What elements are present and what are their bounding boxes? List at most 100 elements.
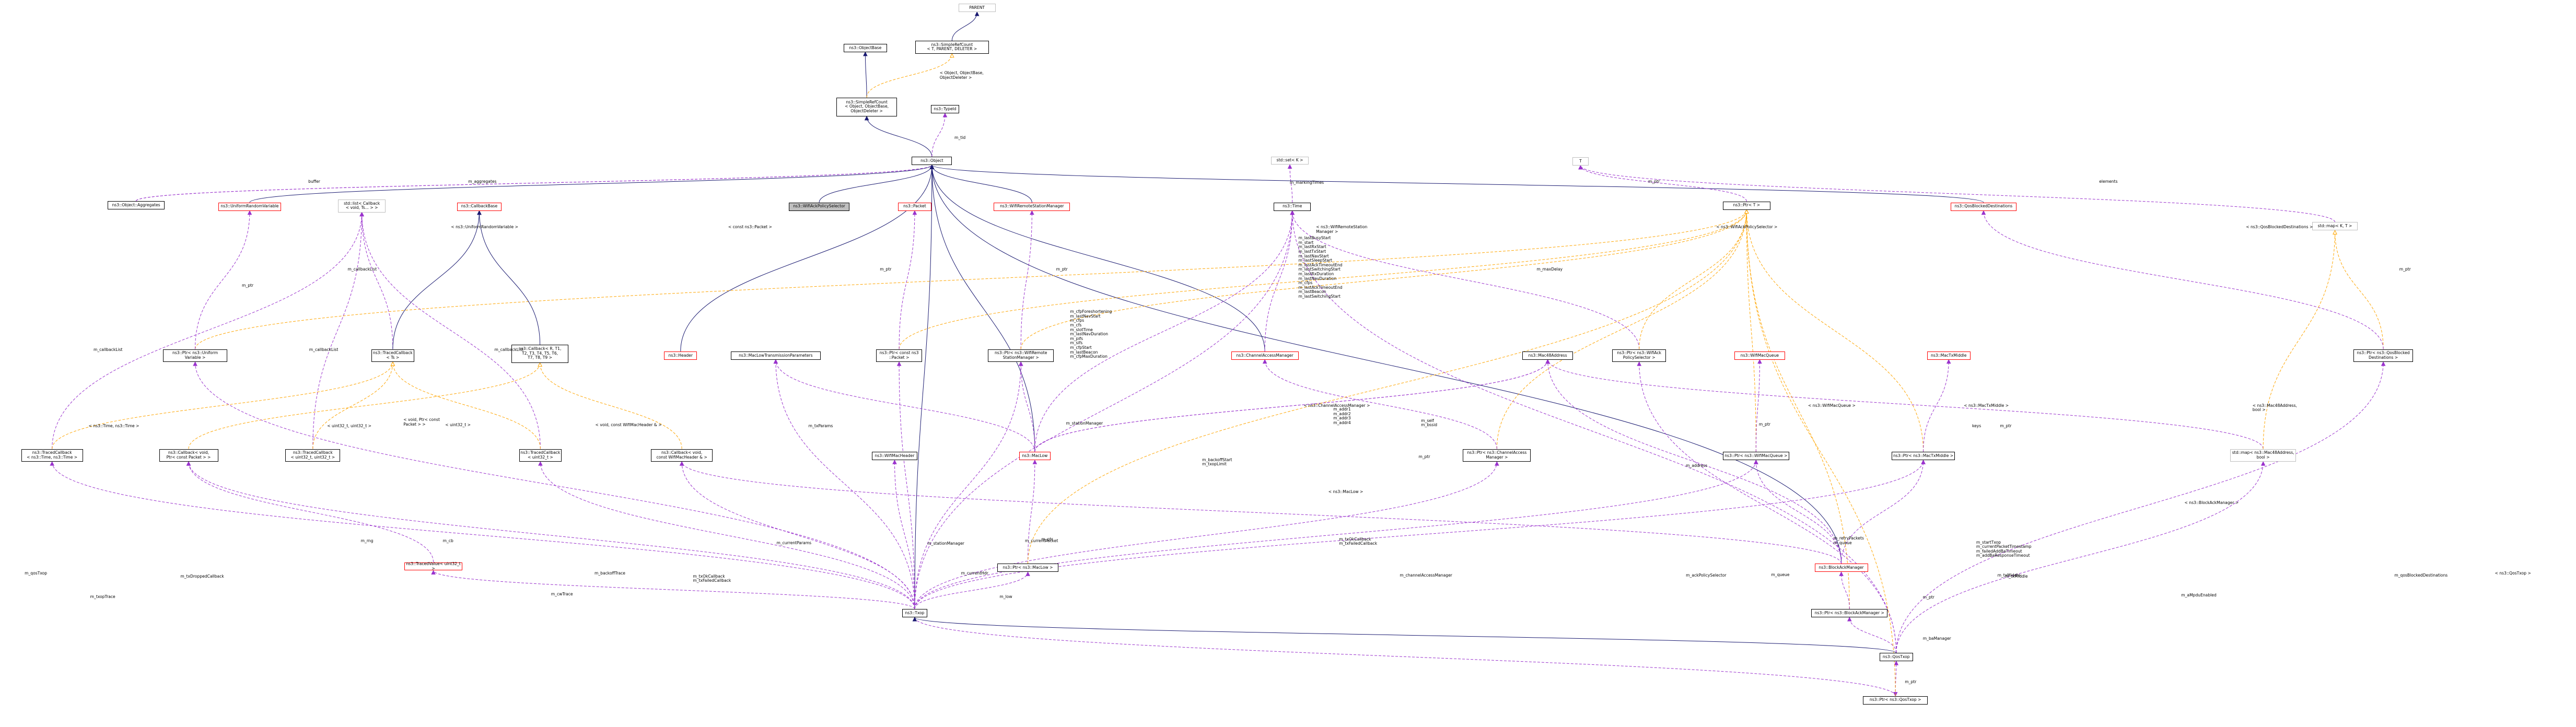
node-traced-value[interactable]: ns3::TracedValue< uint32_t > — [404, 561, 463, 571]
node-wifi-remote-station-manager[interactable]: ns3::WifiRemoteStationManager — [994, 202, 1070, 211]
node-type-id[interactable]: ns3::TypeId — [930, 105, 960, 114]
arrowhead — [1946, 359, 1951, 364]
edge-template — [195, 209, 1747, 349]
edge-template — [312, 362, 393, 449]
arrowhead — [2260, 461, 2266, 466]
node-mac48-address[interactable]: ns3::Mac48Address — [1522, 351, 1573, 360]
arrowhead — [2333, 230, 2337, 234]
node-callback-base[interactable]: ns3::CallbackBase — [457, 202, 502, 211]
edge-label: m_callbackList — [309, 347, 339, 352]
node-ptr-qos-blocked[interactable]: ns3::Ptr< ns3::QosBlocked Destinations > — [2353, 349, 2414, 362]
edge-label: m_startTxop m_currentPacketTimestamp m_f… — [1976, 540, 2032, 558]
node-traced-cb-time[interactable]: ns3::TracedCallback < ns3::Time, ns3::Ti… — [21, 449, 83, 462]
edge-label: elements — [2099, 179, 2118, 184]
edge-template — [1746, 209, 1896, 696]
node-ptr-wifi-ack[interactable]: ns3::Ptr< ns3::WifiAck PolicySelector > — [1612, 349, 1666, 362]
node-qos-txop[interactable]: ns3::QosTxop — [1879, 653, 1913, 662]
node-mac-low[interactable]: ns3::MacLow — [1019, 452, 1051, 461]
edge-inheritance — [479, 210, 541, 345]
edge-usage — [188, 462, 434, 562]
node-ptr-const-packet[interactable]: ns3::Ptr< const ns3 ::Packet > — [876, 349, 923, 362]
arrowhead — [1030, 210, 1034, 215]
node-ptr-wifi-mac-queue[interactable]: ns3::Ptr< ns3::WifiMacQueue > — [1722, 452, 1789, 461]
edge-usage — [1264, 210, 1293, 351]
node-std-list[interactable]: std::list< Callback < void, Ts... > > — [338, 200, 386, 213]
edge-usage — [914, 462, 1497, 609]
node-time[interactable]: ns3::Time — [1274, 202, 1311, 211]
node-ptr-uniform[interactable]: ns3::Ptr< ns3::Uniform Variable > — [163, 349, 227, 362]
edge-label: < ns3::UniformRandomVariable > — [451, 225, 518, 230]
node-callback-void-hdr[interactable]: ns3::Callback< void, const WifiMacHeader… — [651, 449, 713, 462]
edge-label: m_maxDelay — [1536, 267, 1563, 272]
node-ptr-t[interactable]: ns3::Ptr< T > — [1722, 201, 1770, 210]
node-qos-blocked-destinations[interactable]: ns3::QosBlockedDestinations — [1951, 202, 2016, 211]
edge-label: < Object, ObjectBase, ObjectDeleter > — [939, 71, 984, 80]
node-mac-low-tx-params[interactable]: ns3::MacLowTransmissionParameters — [730, 351, 821, 360]
node-simple-ref-count-tpl[interactable]: ns3::SimpleRefCount < T, PARENT, DELETER… — [915, 41, 989, 54]
edge-inheritance — [392, 210, 480, 349]
edge-template — [188, 362, 541, 449]
edge-label: m_callbackList — [93, 347, 123, 352]
arrowhead — [912, 210, 917, 215]
node-ptr-channel-access[interactable]: ns3::Ptr< ns3::ChannelAccess Manager > — [1463, 449, 1531, 462]
edge-label: m_stationManager — [1066, 421, 1103, 426]
node-mac-tx-middle[interactable]: ns3::MacTxMiddle — [1927, 351, 1971, 360]
node-uniform-random-variable[interactable]: ns3::UniformRandomVariable — [218, 202, 282, 211]
node-ptr-block-ack[interactable]: ns3::Ptr< ns3::BlockAckManager > — [1811, 609, 1888, 618]
node-wifi-mac-header[interactable]: ns3::WifiMacHeader — [871, 452, 918, 461]
arrowhead — [1839, 571, 1844, 576]
edge-usage — [1755, 460, 1842, 564]
node-txop[interactable]: ns3::Txop — [902, 609, 928, 618]
edge-usage — [1264, 359, 1497, 449]
edge-label: m_stationManager — [927, 541, 964, 546]
edge-label: m_txMiddle — [1997, 572, 2021, 578]
node-parent[interactable]: PARENT — [958, 4, 996, 13]
node-wifi-mac-queue[interactable]: ns3::WifiMacQueue — [1734, 351, 1786, 360]
arrowhead — [1637, 361, 1642, 366]
node-callback-r-t1-t9[interactable]: ns3::Callback< R, T1, T2, T3, T4, T5, T6… — [511, 344, 568, 363]
edge-label: keys — [1972, 423, 1981, 428]
edge-template — [1746, 209, 1924, 452]
edge-usage — [681, 462, 915, 609]
edge-label: m_address — [1686, 463, 1708, 468]
node-std-map-mac48[interactable]: std::map< ns3::Mac48Address, bool > — [2230, 449, 2296, 462]
edge-usage — [1028, 460, 1035, 564]
node-channel-access-manager[interactable]: ns3::ChannelAccessManager — [1231, 351, 1299, 360]
node-ptr-mac-low[interactable]: ns3::Ptr< ns3::MacLow > — [997, 564, 1059, 572]
node-block-ack-manager[interactable]: ns3::BlockAckManager — [1814, 564, 1868, 572]
arrowhead — [477, 210, 482, 215]
node-std-set[interactable]: std::set< K > — [1270, 156, 1309, 165]
node-packet[interactable]: ns3::Packet — [897, 202, 932, 211]
arrowhead — [863, 51, 868, 56]
node-object[interactable]: ns3::Object — [912, 157, 952, 166]
arrowhead — [773, 359, 778, 364]
node-object-aggregates[interactable]: ns3::Object::Aggregates — [107, 201, 165, 209]
node-header[interactable]: ns3::Header — [664, 351, 697, 360]
edge-label: < ns3::WifiAckPolicySelector > — [1716, 225, 1778, 230]
node-traced-cb-u32[interactable]: ns3::TracedCallback < uint32_t, uint32_t… — [285, 449, 341, 462]
node-traced-cb-u32-single[interactable]: ns3::TracedCallback < uint32_t > — [519, 449, 562, 462]
edge-usage — [931, 113, 946, 157]
edge-usage — [195, 210, 250, 349]
node-simple-ref-count-obj[interactable]: ns3::SimpleRefCount < Object, ObjectBase… — [836, 97, 897, 116]
edge-label: m_ptr — [1922, 594, 1934, 600]
edge-label: m_txMiddle — [2004, 573, 2028, 579]
arrowhead — [1894, 660, 1899, 665]
edge-label: < ns3::WifiRemoteStation Manager > — [1316, 225, 1368, 234]
edge-inheritance — [249, 165, 933, 203]
arrowhead — [1981, 210, 1986, 215]
edge-usage — [312, 212, 363, 449]
node-object-base[interactable]: ns3::ObjectBase — [844, 43, 887, 52]
node-t[interactable]: T — [1572, 157, 1589, 166]
node-traced-callback-ts[interactable]: ns3::TracedCallback < Ts > — [371, 349, 414, 362]
arrowhead — [1578, 165, 1583, 170]
edge-label: m_ptr — [1056, 267, 1068, 272]
node-ptr-qos-txop[interactable]: ns3::Ptr< ns3::QosTxop > — [1863, 696, 1928, 705]
node-wifi-ack-policy-selector[interactable]: ns3::WifiAckPolicySelector — [788, 202, 850, 211]
node-ptr-mac-tx-middle[interactable]: ns3::Ptr< ns3::MacTxMiddle > — [1892, 452, 1955, 461]
node-std-map-kt[interactable]: std::map< K, T > — [2312, 222, 2358, 231]
node-callback-void-ptr[interactable]: ns3::Callback< void, Ptr< const Packet >… — [159, 449, 218, 462]
edge-usage — [914, 362, 1021, 609]
node-ptr-wifi-remote[interactable]: ns3::Ptr< ns3::WifiRemote StationManager… — [988, 349, 1054, 362]
edge-label: < uint32_t, uint32_t > — [327, 423, 371, 428]
